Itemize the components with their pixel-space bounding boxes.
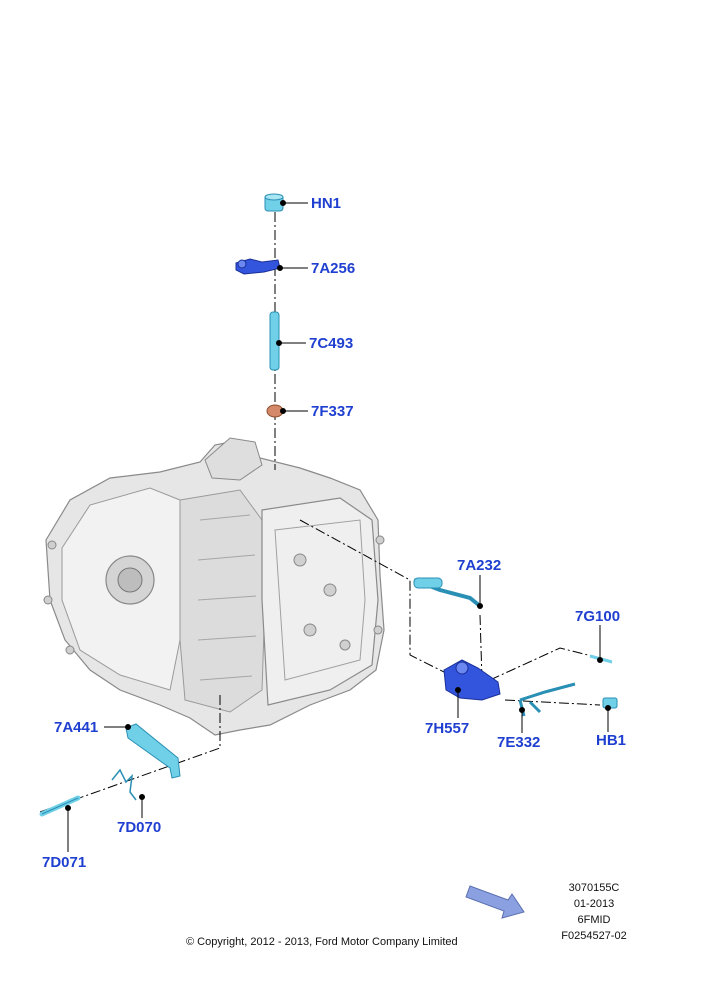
direction-arrow-icon bbox=[465, 885, 525, 919]
part-7a441-arm[interactable] bbox=[125, 723, 181, 779]
part-7e332-lever[interactable] bbox=[518, 682, 576, 717]
label-7f337: 7F337 bbox=[311, 403, 354, 420]
label-7a256: 7A256 bbox=[311, 260, 355, 277]
label-7d070: 7D070 bbox=[117, 819, 161, 836]
label-7h557: 7H557 bbox=[425, 720, 469, 737]
label-hn1: HN1 bbox=[311, 195, 341, 212]
part-7a232-cable[interactable] bbox=[413, 577, 482, 608]
part-hn1-nut[interactable] bbox=[264, 193, 284, 212]
part-7d070-spring[interactable] bbox=[111, 768, 137, 801]
label-7e332: 7E332 bbox=[497, 734, 540, 751]
reference-line-4: F0254527-02 bbox=[561, 930, 627, 942]
label-7a441: 7A441 bbox=[54, 719, 98, 736]
label-7a232: 7A232 bbox=[457, 557, 501, 574]
label-7c493: 7C493 bbox=[309, 335, 353, 352]
label-hb1: HB1 bbox=[596, 732, 626, 749]
reference-line-2: 01-2013 bbox=[573, 898, 615, 910]
part-labels: HN1 7A256 7C493 7F337 7A232 7G100 7H557 … bbox=[42, 195, 626, 871]
leader-lines bbox=[65, 200, 611, 852]
part-7a256-bracket[interactable] bbox=[235, 258, 281, 275]
part-7h557-selector[interactable] bbox=[443, 659, 501, 701]
reference-line-1: 3070155C bbox=[568, 882, 620, 894]
drawing-reference: 3070155C 01-2013 6FMID F0254527-02 bbox=[548, 880, 640, 944]
transmission-housing bbox=[43, 437, 385, 736]
label-7g100: 7G100 bbox=[575, 608, 620, 625]
copyright-notice: © Copyright, 2012 - 2013, Ford Motor Com… bbox=[186, 936, 458, 948]
label-7d071: 7D071 bbox=[42, 854, 86, 871]
part-7d071-pin[interactable] bbox=[39, 795, 81, 817]
reference-line-3: 6FMID bbox=[577, 914, 611, 926]
